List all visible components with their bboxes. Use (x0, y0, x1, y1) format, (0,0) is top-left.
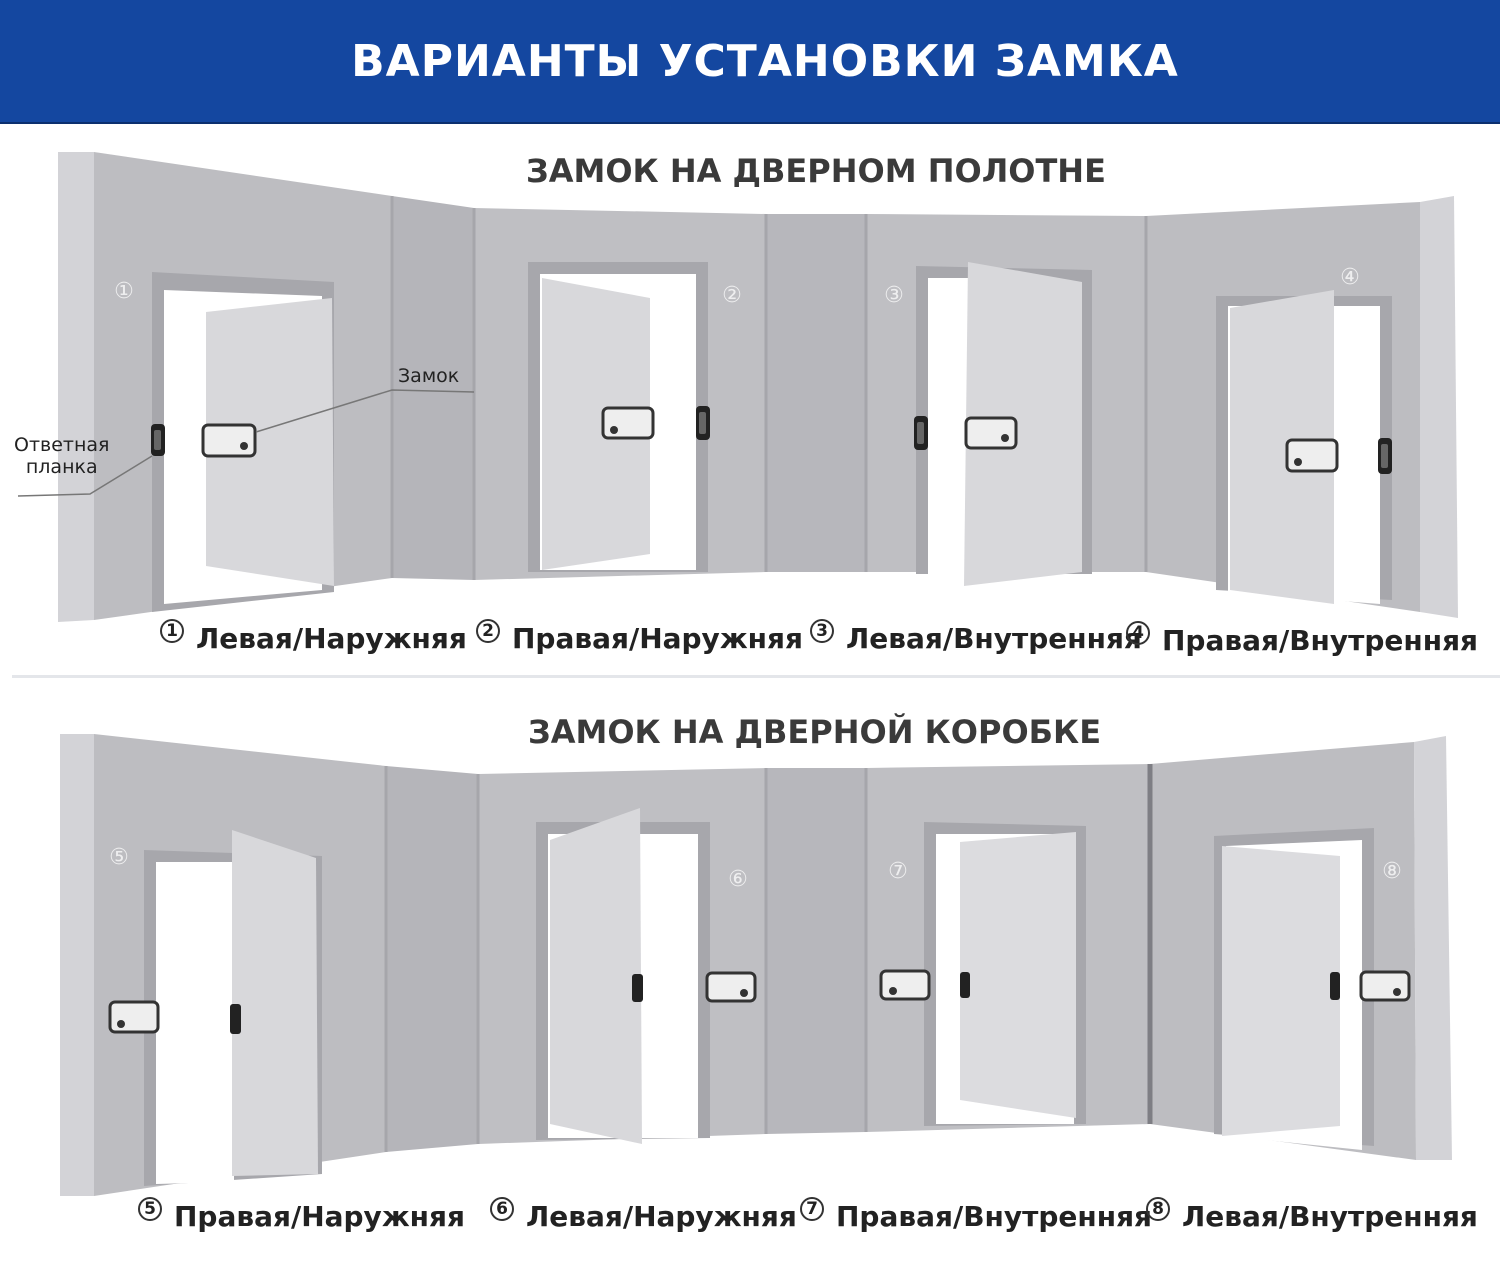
variant-label-7: Правая/Внутренняя (836, 1200, 1152, 1233)
variant-number-5: 5 (138, 1197, 162, 1221)
variant-label-5: Правая/Наружняя (174, 1200, 465, 1233)
variant-number-3: 3 (810, 619, 834, 643)
caption-variant-7: 7 Правая/Внутренняя (800, 1200, 1152, 1233)
section-divider (12, 675, 1500, 678)
variant-label-2: Правая/Наружняя (512, 622, 803, 655)
callout-strike-plate: Ответная планка (14, 434, 109, 478)
variant-label-3: Левая/Внутренняя (846, 622, 1142, 655)
svg-text:⑤: ⑤ (109, 845, 129, 870)
caption-variant-8: 8 Левая/Внутренняя (1146, 1200, 1478, 1233)
variant-number-6: 6 (490, 1197, 514, 1221)
variant-number-8: 8 (1146, 1197, 1170, 1221)
variant-number-4: 4 (1126, 621, 1150, 645)
variant-label-6: Левая/Наружняя (526, 1200, 797, 1233)
caption-variant-4: 4 Правая/Внутренняя (1126, 624, 1478, 657)
door-4: ④ (1216, 265, 1392, 604)
svg-text:①: ① (114, 279, 134, 304)
caption-variant-2: 2 Правая/Наружняя (476, 622, 803, 655)
svg-text:②: ② (722, 283, 742, 308)
svg-text:⑦: ⑦ (888, 859, 908, 884)
svg-text:④: ④ (1340, 265, 1360, 290)
variant-label-1: Левая/Наружняя (196, 622, 467, 655)
caption-variant-3: 3 Левая/Внутренняя (810, 622, 1142, 655)
caption-variant-5: 5 Правая/Наружняя (138, 1200, 465, 1233)
caption-variant-1: 1 Левая/Наружняя (160, 622, 467, 655)
variant-label-8: Левая/Внутренняя (1182, 1200, 1478, 1233)
svg-text:③: ③ (884, 283, 904, 308)
svg-text:⑥: ⑥ (728, 867, 748, 892)
variant-number-1: 1 (160, 619, 184, 643)
callout-lock: Замок (398, 365, 459, 387)
caption-variant-6: 6 Левая/Наружняя (490, 1200, 797, 1233)
variant-number-2: 2 (476, 619, 500, 643)
variant-label-4: Правая/Внутренняя (1162, 624, 1478, 657)
variant-number-7: 7 (800, 1197, 824, 1221)
svg-text:⑧: ⑧ (1382, 859, 1402, 884)
section-title-door-frame: ЗАМОК НА ДВЕРНОЙ КОРОБКЕ (528, 713, 1101, 751)
